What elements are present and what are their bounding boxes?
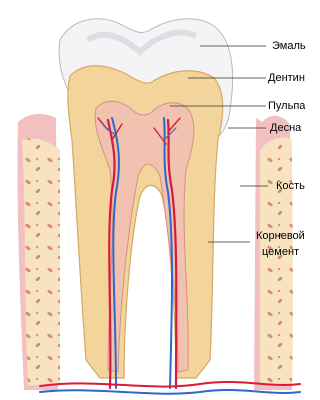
- label-gum: Десна: [270, 122, 301, 135]
- label-enamel: Эмаль: [272, 40, 306, 53]
- label-cement-line1: Корневой: [256, 230, 305, 243]
- dentin: [68, 66, 223, 378]
- label-dentin: Дентин: [268, 72, 305, 85]
- label-bone: Кость: [276, 180, 305, 193]
- label-cement-line2: цемент: [262, 246, 299, 259]
- label-pulp: Пульпа: [268, 100, 305, 113]
